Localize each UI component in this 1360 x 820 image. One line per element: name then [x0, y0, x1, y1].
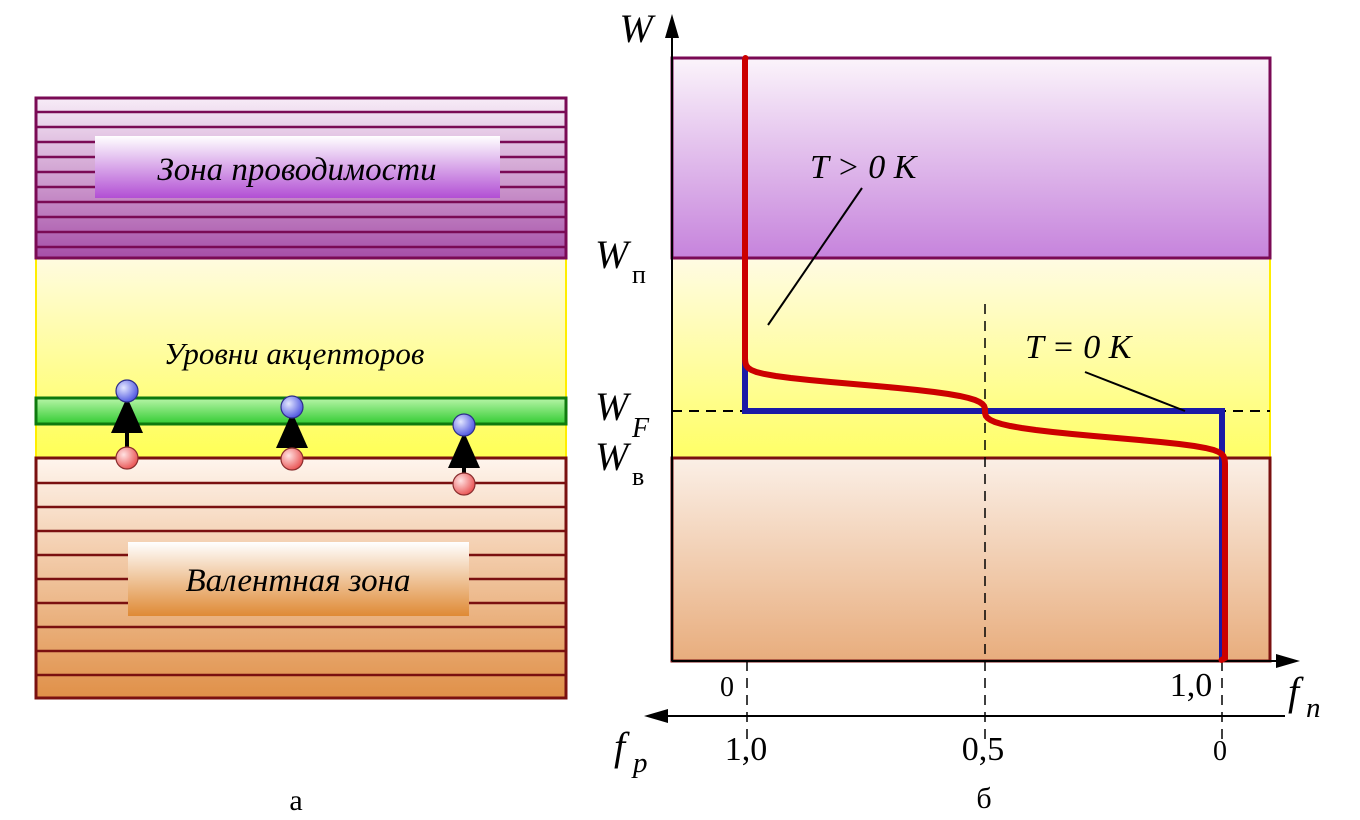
conduction-band-label: Зона проводимости	[157, 152, 436, 188]
panel-b: W f n f p W п W F W в	[595, 6, 1321, 815]
band-gap-b	[672, 258, 1270, 458]
caption-a: а	[289, 784, 302, 817]
fp-tick-0: 0	[1213, 736, 1227, 767]
conduction-label-box	[95, 136, 500, 198]
valence-edge-label: W в	[595, 434, 644, 491]
energy-axis-label: W	[619, 6, 656, 51]
conduction-band-b	[670, 56, 1272, 260]
fp-tick-1: 1,0	[725, 731, 768, 768]
fp-axis-label: f	[614, 724, 630, 769]
hole-icon	[452, 472, 476, 496]
fn-axis-label: f	[1288, 669, 1304, 714]
energy-axis-arrowhead	[665, 14, 679, 38]
transition-3	[448, 413, 480, 496]
transition-2	[276, 395, 308, 471]
electron-icon	[280, 395, 304, 419]
fermi-level-label: W F	[595, 384, 650, 444]
svg-text:W: W	[595, 232, 632, 277]
fp-axis-sub: p	[631, 747, 648, 779]
svg-text:W: W	[595, 434, 632, 479]
caption-b: б	[976, 782, 991, 815]
valence-label-box	[128, 542, 469, 616]
fn-tick-1: 1,0	[1170, 667, 1213, 704]
svg-text:F: F	[631, 413, 650, 444]
curve-t-zero-label: T = 0 K	[1025, 329, 1134, 366]
panel-a: Зона проводимости Уровни акцепторов Вале…	[34, 96, 568, 817]
fn-axis-sub: n	[1306, 692, 1321, 724]
hole-icon	[115, 446, 139, 470]
svg-text:в: в	[632, 462, 644, 491]
leader-t-positive	[767, 187, 863, 326]
curve-t-positive	[742, 55, 1228, 663]
fn-axis-arrowhead	[1276, 654, 1300, 668]
curve-t-positive-label: T > 0 K	[810, 149, 919, 186]
fp-axis-arrowhead	[644, 709, 668, 723]
electron-icon	[115, 379, 139, 403]
acceptor-levels-label: Уровни акцепторов	[164, 336, 425, 371]
transition-1	[111, 379, 143, 470]
valence-band-label: Валентная зона	[186, 563, 411, 599]
conduction-edge-label: W п	[595, 232, 646, 289]
valence-band-b	[670, 456, 1272, 663]
leader-t-zero	[1084, 371, 1186, 412]
electron-icon	[452, 413, 476, 437]
svg-text:п: п	[632, 260, 646, 289]
fn-tick-0: 0	[720, 672, 734, 703]
fp-tick-half: 0,5	[962, 731, 1005, 768]
hole-icon	[280, 447, 304, 471]
svg-text:W: W	[595, 384, 632, 429]
